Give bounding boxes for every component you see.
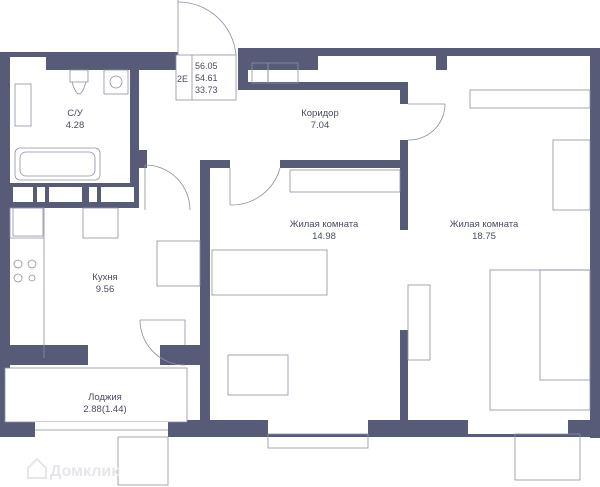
living-room-area: 18.75: [472, 231, 496, 242]
bedroom-name: Жилая комната: [290, 219, 359, 230]
total-area: 56.05: [195, 61, 218, 71]
balconies: [35, 429, 581, 486]
windows: [4, 56, 590, 437]
room-labels: С/У 4.28 Коридор 7.04 Кухня 9.56 Жилая к…: [66, 108, 519, 415]
area-summary: 2E 56.05 54.61 33.73: [175, 54, 237, 101]
watermark: Домклик: [27, 457, 120, 480]
area-incl: 54.61: [195, 73, 218, 83]
living-area: 33.73: [195, 85, 218, 95]
bathroom-area: 4.28: [66, 120, 85, 131]
furniture: [9, 62, 591, 411]
corridor-name: Коридор: [301, 108, 339, 119]
loggia-name: Лоджия: [88, 392, 122, 403]
bathroom-name: С/У: [67, 108, 84, 119]
loggia-area: 2.88(1.44): [83, 404, 126, 415]
doors: [139, 0, 446, 366]
bedroom-area: 14.98: [312, 231, 336, 242]
living-room-name: Жилая комната: [450, 219, 519, 230]
watermark-text: Домклик: [50, 463, 120, 480]
kitchen-area: 9.56: [96, 284, 115, 295]
building-code: 2E: [177, 74, 188, 84]
corridor-area: 7.04: [311, 120, 330, 131]
kitchen-name: Кухня: [92, 272, 117, 283]
